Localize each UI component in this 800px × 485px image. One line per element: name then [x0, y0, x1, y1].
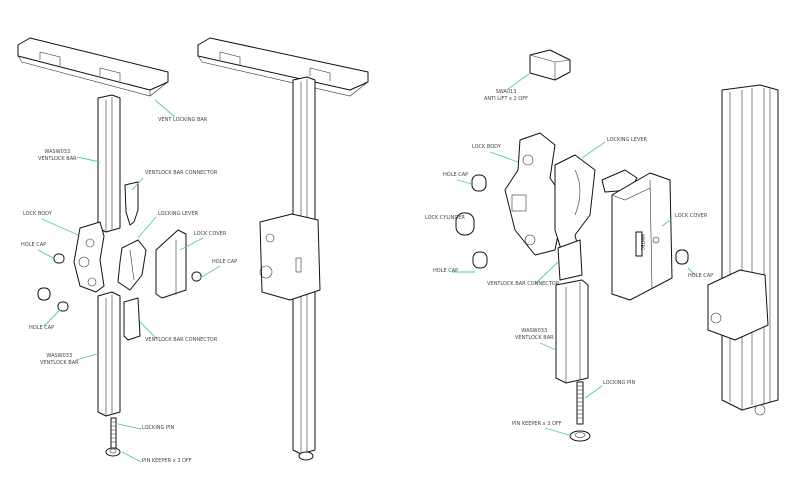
part-number: WASW033 [44, 149, 71, 155]
right-anti-lift [529, 49, 571, 81]
label-connector-top: VENTLOCK BAR CONNECTOR [145, 170, 218, 176]
label-hole-cap-right-3: HOLE CAP [688, 273, 714, 279]
left-locking-lever [117, 239, 147, 291]
right-hole-caps [455, 174, 689, 269]
label-lock-cover-right: LOCK COVER [675, 213, 708, 219]
right-lock-cover [611, 172, 673, 301]
label-pin-keeper-right: PIN KEEPER x 3 OFF [512, 421, 562, 427]
label-pin-keeper: PIN KEEPER x 3 OFF [142, 458, 192, 464]
right-locking-lever [554, 154, 596, 263]
leader-lines [37, 72, 696, 463]
label-hole-cap-right-1: HOLE CAP [443, 172, 469, 178]
right-assembled-frame [707, 84, 779, 416]
part-number: WASW033 [521, 328, 548, 334]
label-connector-right: VENTLOCK BAR CONNECTOR [487, 281, 560, 287]
assembled-vent-lock [197, 37, 369, 461]
right-lock-body [504, 132, 566, 256]
right-ventlock-bar [555, 279, 589, 384]
label-hole-cap-2: HOLE CAP [212, 259, 238, 265]
left-locking-pin [105, 417, 121, 457]
label-lock-body-right: LOCK BODY [472, 144, 501, 150]
right-cover-brand: WINTEC [640, 234, 645, 250]
part-number: WASW033 [46, 353, 73, 359]
label-locking-pin: LOCKING PIN [142, 425, 175, 431]
left-connector-bottom [123, 297, 141, 341]
right-locking-pin [569, 381, 591, 442]
left-vent-locking-bar [17, 37, 169, 97]
label-hole-cap-1: HOLE CAP [21, 242, 47, 248]
label-locking-lever-right: LOCKING LEVER [607, 137, 647, 143]
part-name: VENTLOCK BAR [38, 155, 77, 162]
label-lock-cover: LOCK COVER [194, 231, 227, 237]
left-lock-body [73, 221, 105, 293]
label-locking-pin-right: LOCKING PIN [603, 380, 636, 386]
label-vent-locking-bar: VENT LOCKING BAR [158, 117, 208, 123]
right-connector [557, 239, 583, 281]
part-name: VENTLOCK BAR [40, 359, 79, 366]
part-name: ANTI LIFT x 2 OFF [484, 95, 528, 102]
label-hole-cap-3: HOLE CAP [29, 325, 55, 331]
label-lock-cylinder: LOCK CYLINDER [425, 215, 465, 221]
label-hole-cap-right-2: HOLE CAP [433, 268, 459, 274]
left-ventlock-bar-top [97, 94, 121, 233]
left-ventlock-bar-bottom [97, 291, 121, 417]
left-lock-cover [155, 229, 187, 299]
label-connector-bottom: VENTLOCK BAR CONNECTOR [145, 337, 218, 343]
part-name: VENTLOCK BAR [515, 334, 554, 341]
label-lock-body: LOCK BODY [23, 211, 52, 217]
part-number: SWA013 [495, 89, 517, 95]
left-connector-top [124, 181, 139, 226]
label-locking-lever: LOCKING LEVER [158, 211, 198, 217]
left-hole-caps [37, 253, 202, 312]
